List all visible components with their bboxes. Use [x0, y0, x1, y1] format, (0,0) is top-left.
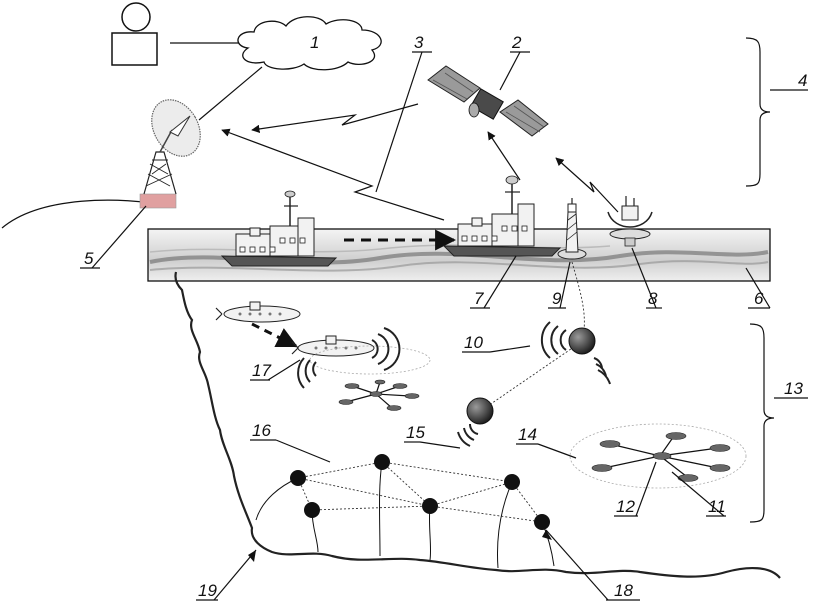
sensor-cluster-large [591, 432, 731, 482]
submarine-sonar-waves [297, 327, 401, 389]
label-2: 2 [511, 33, 522, 52]
ground-antenna-icon [1, 99, 201, 229]
ship-to-ground-link [221, 128, 445, 221]
arrowhead-19 [248, 550, 256, 562]
arrowhead-18 [542, 530, 552, 540]
label-9: 9 [552, 289, 562, 308]
cloud-network-icon [237, 16, 382, 71]
label-18: 18 [614, 581, 633, 600]
label-16: 16 [252, 421, 271, 440]
bottom-sensor-network [255, 454, 555, 569]
label-15: 15 [406, 423, 425, 442]
ship-left-icon [220, 190, 338, 267]
spar-buoy-icon [557, 198, 587, 260]
label-3: 3 [414, 33, 424, 52]
label-4: 4 [798, 71, 807, 90]
submarine-movement-arrow [251, 322, 298, 348]
small-sensor-cluster [338, 379, 420, 411]
ship-right-icon [442, 175, 562, 257]
submarine-icon [291, 335, 431, 375]
submarine-start-icon [215, 301, 301, 323]
bracket-space-segment [745, 37, 771, 187]
label-5: 5 [84, 249, 94, 268]
buoy-tether-lower [481, 339, 585, 411]
buoy-to-satellite-link [555, 157, 619, 213]
underwater-buoy-lower [466, 397, 494, 425]
label-19: 19 [198, 581, 217, 600]
leader-lines [80, 51, 808, 601]
operator-icon [111, 2, 158, 66]
satellite-to-ground-link [251, 103, 419, 134]
label-11: 11 [708, 497, 726, 516]
surface-buoy-icon [607, 196, 653, 247]
cloud-antenna-line [198, 66, 263, 121]
label-7: 7 [474, 289, 484, 308]
label-13: 13 [784, 379, 803, 398]
label-14: 14 [518, 425, 537, 444]
seabed-coastline [174, 271, 781, 579]
label-10: 10 [464, 333, 483, 352]
label-1: 1 [310, 33, 319, 52]
bracket-underwater-segment [749, 323, 775, 523]
label-12: 12 [616, 497, 635, 516]
buoy-sonar-waves [457, 321, 611, 447]
satellite-icon [427, 65, 549, 137]
label-6: 6 [754, 289, 764, 308]
ship-to-satellite-link [487, 131, 521, 181]
underwater-buoy-upper [568, 327, 596, 355]
label-17: 17 [252, 361, 271, 380]
sensor-cluster-boundary [569, 423, 747, 489]
label-8: 8 [648, 289, 658, 308]
